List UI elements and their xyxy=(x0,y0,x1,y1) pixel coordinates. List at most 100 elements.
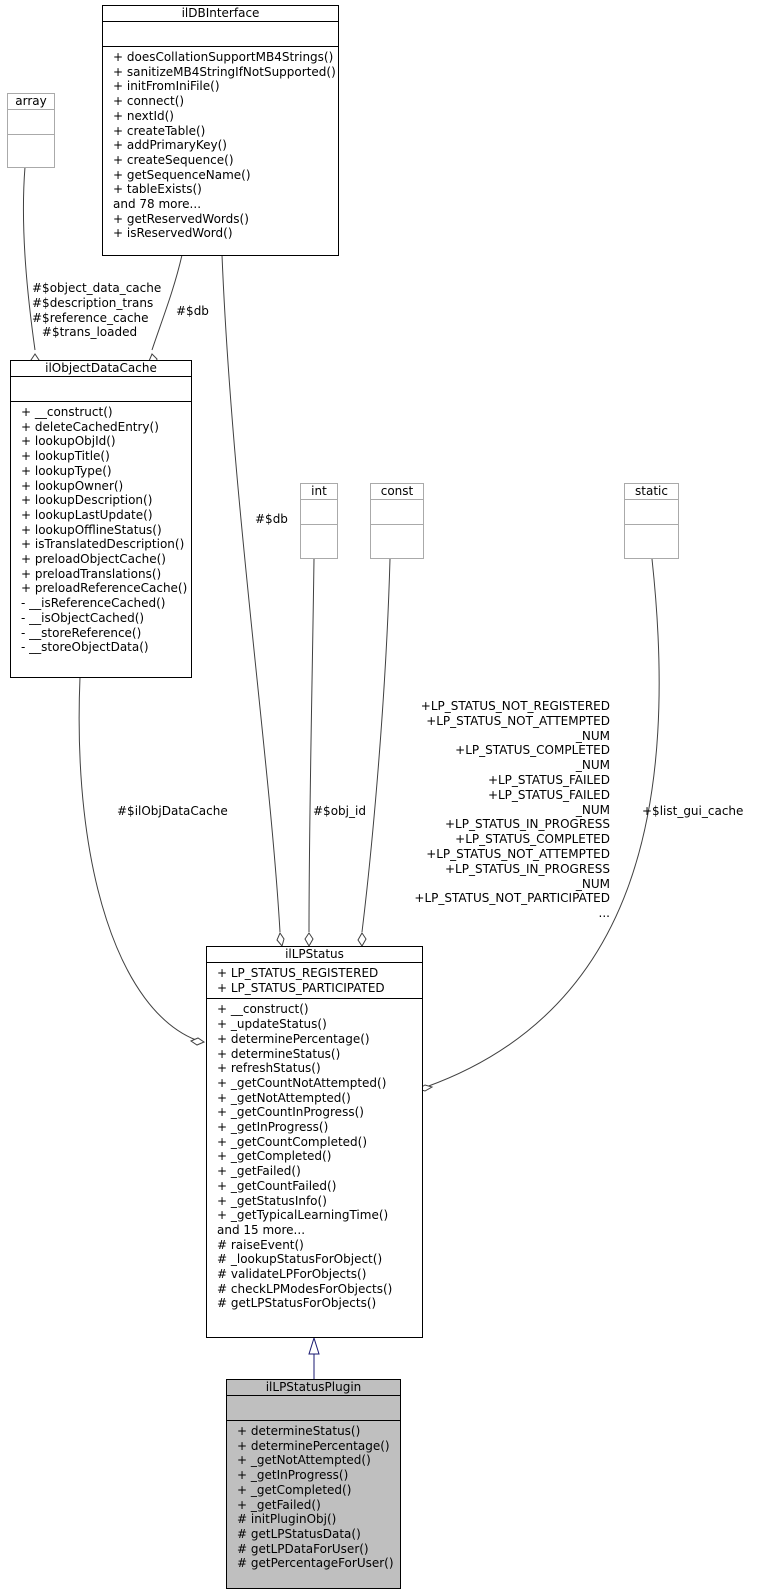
method: + _getCountCompleted() xyxy=(217,1134,368,1149)
edge-label-array-cache: #$object_data_cache #$description_trans … xyxy=(32,281,162,340)
method: + preloadObjectCache() xyxy=(21,552,166,567)
method: + createSequence() xyxy=(113,152,234,167)
method: + __construct() xyxy=(217,1002,309,1017)
method: # raiseEvent() xyxy=(217,1237,304,1252)
class-ilobjectdatacache[interactable]: ilObjectDataCache + __construct() + dele… xyxy=(10,360,192,678)
method: + lookupType() xyxy=(21,463,112,478)
method: + _getTypicalLearningTime() xyxy=(217,1208,389,1223)
class-title: ilDBInterface xyxy=(103,6,338,22)
method: # getPercentageForUser() xyxy=(237,1556,394,1571)
class-title: const xyxy=(371,484,423,500)
method: # checkLPModesForObjects() xyxy=(217,1281,393,1296)
method: + getReservedWords() xyxy=(113,211,249,226)
method: # getLPStatusData() xyxy=(237,1526,361,1541)
method: - __isObjectCached() xyxy=(21,610,145,625)
method: + _getNotAttempted() xyxy=(237,1453,371,1468)
method: and 78 more... xyxy=(113,197,202,212)
edge-label-const-status: +LP_STATUS_NOT_REGISTERED +LP_STATUS_NOT… xyxy=(414,699,610,921)
methods-section: + determineStatus() + determinePercentag… xyxy=(227,1421,400,1574)
class-title: array xyxy=(8,94,54,110)
edge-label-db-status: #$db xyxy=(255,512,288,526)
method: + _getNotAttempted() xyxy=(217,1090,351,1105)
method: + lookupObjId() xyxy=(21,434,116,449)
method: + getSequenceName() xyxy=(113,167,251,182)
method: + refreshStatus() xyxy=(217,1061,321,1076)
attributes-section xyxy=(625,500,678,525)
method: + _getInProgress() xyxy=(217,1120,329,1135)
method: and 15 more... xyxy=(217,1222,306,1237)
methods-section xyxy=(301,525,337,549)
method: + tableExists() xyxy=(113,182,202,197)
method: + sanitizeMB4StringIfNotSupported() xyxy=(113,64,336,79)
edge-array-to-cache xyxy=(22,166,36,351)
methods-section: + __construct() + _updateStatus() + dete… xyxy=(207,999,422,1314)
edge-const-to-status xyxy=(361,558,391,933)
method: + preloadReferenceCache() xyxy=(21,581,188,596)
aggregation-diamond-status-int xyxy=(304,932,314,948)
method: + lookupTitle() xyxy=(21,449,110,464)
class-illpstatus[interactable]: ilLPStatus + LP_STATUS_REGISTERED + LP_S… xyxy=(206,946,423,1338)
attribute: + LP_STATUS_PARTICIPATED xyxy=(217,980,385,995)
method: + determinePercentage() xyxy=(237,1438,390,1453)
attributes-section xyxy=(227,1396,400,1421)
method: # getLPDataForUser() xyxy=(237,1541,369,1556)
attributes-section xyxy=(11,377,191,402)
method: + lookupDescription() xyxy=(21,493,153,508)
method: + _getInProgress() xyxy=(237,1468,349,1483)
edge-label-int-status: #$obj_id xyxy=(313,804,366,818)
edge-label-db-cache: #$db xyxy=(176,304,209,318)
method: + _getCountNotAttempted() xyxy=(217,1075,387,1090)
edge-int-to-status xyxy=(308,558,315,933)
edge-label-static-status: +$list_gui_cache xyxy=(642,804,744,818)
method: + _getCountInProgress() xyxy=(217,1105,364,1120)
method: + _getStatusInfo() xyxy=(217,1193,327,1208)
method: + determineStatus() xyxy=(237,1424,361,1438)
method: + _updateStatus() xyxy=(217,1017,327,1032)
attributes-section xyxy=(371,500,423,525)
attribute: + LP_STATUS_REGISTERED xyxy=(217,966,379,980)
method: + determinePercentage() xyxy=(217,1031,370,1046)
method: + connect() xyxy=(113,94,185,109)
method: + _getCompleted() xyxy=(217,1149,332,1164)
aggregation-diamond-status-const xyxy=(357,932,367,947)
methods-section: + __construct() + deleteCachedEntry() + … xyxy=(11,402,191,658)
aggregation-diamond-status-cache xyxy=(189,1037,206,1046)
class-static[interactable]: static xyxy=(624,483,679,559)
methods-section xyxy=(8,135,54,159)
method: # getLPStatusForObjects() xyxy=(217,1296,377,1311)
method: + nextId() xyxy=(113,108,174,123)
method: + __construct() xyxy=(21,405,113,419)
attributes-section: + LP_STATUS_REGISTERED + LP_STATUS_PARTI… xyxy=(207,963,422,1000)
class-ildbinterface[interactable]: ilDBInterface + doesCollationSupportMB4S… xyxy=(102,5,339,256)
class-title: ilLPStatus xyxy=(207,947,422,963)
edge-static-to-status xyxy=(425,558,660,1088)
method: + initFromIniFile() xyxy=(113,79,220,94)
class-array[interactable]: array xyxy=(7,93,55,168)
method: + isReservedWord() xyxy=(113,226,233,241)
method: # initPluginObj() xyxy=(237,1512,337,1527)
method: + deleteCachedEntry() xyxy=(21,419,159,434)
method: + _getFailed() xyxy=(237,1497,321,1512)
method: # _lookupStatusForObject() xyxy=(217,1252,383,1267)
method: + lookupOwner() xyxy=(21,478,124,493)
attributes-section xyxy=(301,500,337,525)
class-const[interactable]: const xyxy=(370,483,424,559)
method: + determineStatus() xyxy=(217,1046,341,1061)
methods-section xyxy=(625,525,678,549)
inheritance-arrow xyxy=(308,1336,320,1355)
method: + _getCountFailed() xyxy=(217,1178,337,1193)
aggregation-diamond-status-db xyxy=(276,931,285,948)
class-illpstatusplugin[interactable]: ilLPStatusPlugin + determineStatus() + d… xyxy=(226,1379,401,1589)
method: + isTranslatedDescription() xyxy=(21,537,185,552)
edge-db-to-status xyxy=(221,254,281,933)
method: + createTable() xyxy=(113,123,206,138)
method: + lookupLastUpdate() xyxy=(21,507,153,522)
attributes-section xyxy=(8,110,54,135)
attributes-section xyxy=(103,22,338,47)
class-title: ilLPStatusPlugin xyxy=(227,1380,400,1396)
class-int[interactable]: int xyxy=(300,483,338,559)
edge-cache-to-status xyxy=(78,676,197,1041)
method: - __storeReference() xyxy=(21,625,142,640)
method: + preloadTranslations() xyxy=(21,566,162,581)
method: + doesCollationSupportMB4Strings() xyxy=(113,50,334,64)
